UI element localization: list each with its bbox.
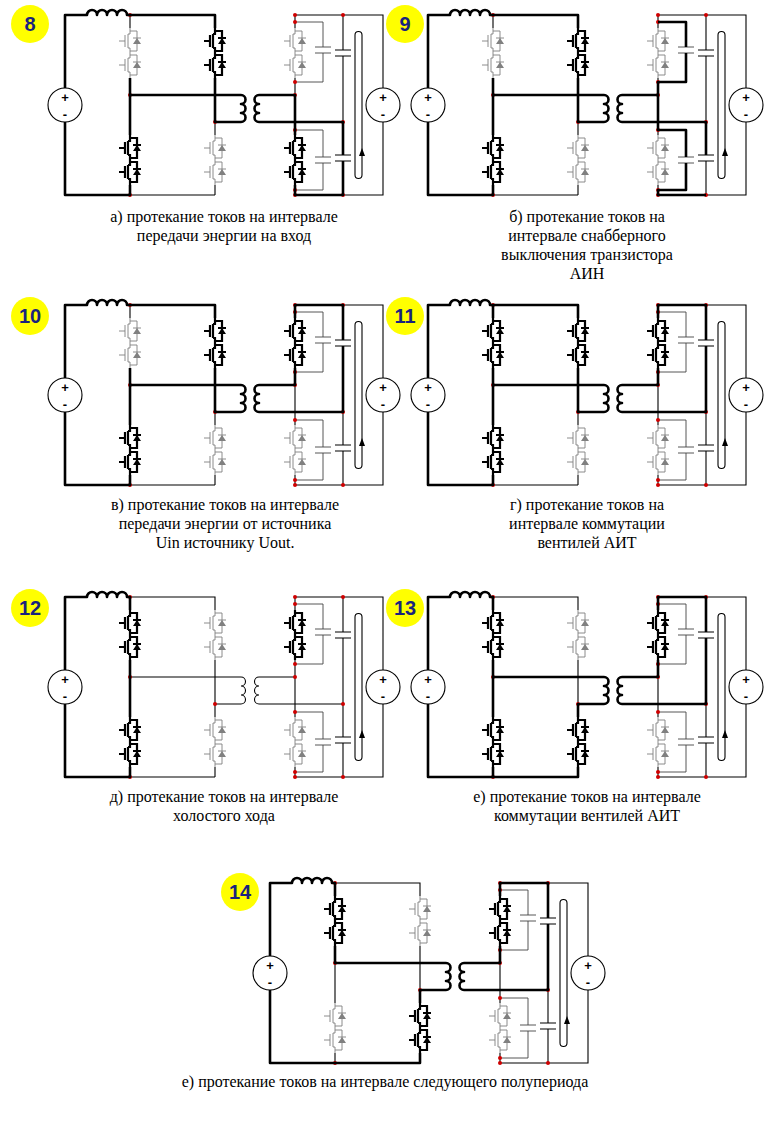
polarity-sign: +	[424, 91, 432, 104]
callout-circle: 11	[386, 297, 424, 335]
polarity-sign: +	[61, 673, 69, 686]
callout-circle: 14	[221, 873, 259, 911]
callout-number: 9	[399, 14, 410, 34]
polarity-sign: +	[742, 91, 750, 104]
polarity-sign: +	[742, 673, 750, 686]
callout-circle: 8	[11, 5, 49, 43]
polarity-sign: -	[268, 976, 272, 989]
polarity-sign: +	[584, 959, 592, 972]
callout-circle: 12	[11, 589, 49, 627]
figure-caption: г) протекание токов на интервале коммута…	[497, 495, 677, 552]
callout-number: 14	[229, 882, 251, 902]
polarity-sign: -	[381, 690, 385, 703]
figure-caption: в) протекание токов на интервале передач…	[105, 495, 345, 552]
callout-circle: 9	[386, 5, 424, 43]
polarity-sign: +	[379, 91, 387, 104]
figure-caption: е) протекание токов на интервале следующ…	[35, 1072, 735, 1091]
polarity-sign: -	[744, 398, 748, 411]
circuit-panel	[48, 592, 400, 779]
figure-caption: е) протекание токов на интервале коммута…	[447, 787, 727, 825]
circuit-panel	[411, 592, 763, 779]
callout-number: 8	[24, 14, 35, 34]
circuit-panel	[411, 10, 763, 197]
polarity-sign: -	[426, 108, 430, 121]
callout-circle: 13	[386, 589, 424, 627]
figure-caption: д) протекание токов на интервале холосто…	[84, 787, 364, 825]
polarity-sign: -	[426, 690, 430, 703]
circuit-panel	[48, 300, 400, 487]
polarity-sign: -	[426, 398, 430, 411]
figure-caption: б) протекание токов на интервале снаббер…	[482, 207, 692, 283]
polarity-sign: +	[266, 959, 274, 972]
callout-number: 11	[394, 306, 415, 326]
circuit-panel	[411, 300, 763, 487]
circuit-panel	[48, 10, 400, 197]
polarity-sign: -	[63, 690, 67, 703]
polarity-sign: -	[381, 398, 385, 411]
polarity-sign: +	[61, 91, 69, 104]
callout-number: 12	[19, 598, 41, 618]
circuit-panel	[253, 878, 605, 1065]
polarity-sign: +	[379, 381, 387, 394]
polarity-sign: -	[744, 690, 748, 703]
figure-caption: а) протекание токов на интервале передач…	[84, 207, 364, 245]
polarity-sign: +	[424, 381, 432, 394]
polarity-sign: +	[742, 381, 750, 394]
polarity-sign: -	[381, 108, 385, 121]
polarity-sign: -	[586, 976, 590, 989]
polarity-sign: -	[63, 108, 67, 121]
callout-number: 13	[394, 598, 416, 618]
polarity-sign: +	[61, 381, 69, 394]
polarity-sign: -	[63, 398, 67, 411]
polarity-sign: -	[744, 108, 748, 121]
polarity-sign: +	[379, 673, 387, 686]
polarity-sign: +	[424, 673, 432, 686]
callout-number: 10	[19, 306, 41, 326]
callout-circle: 10	[11, 297, 49, 335]
